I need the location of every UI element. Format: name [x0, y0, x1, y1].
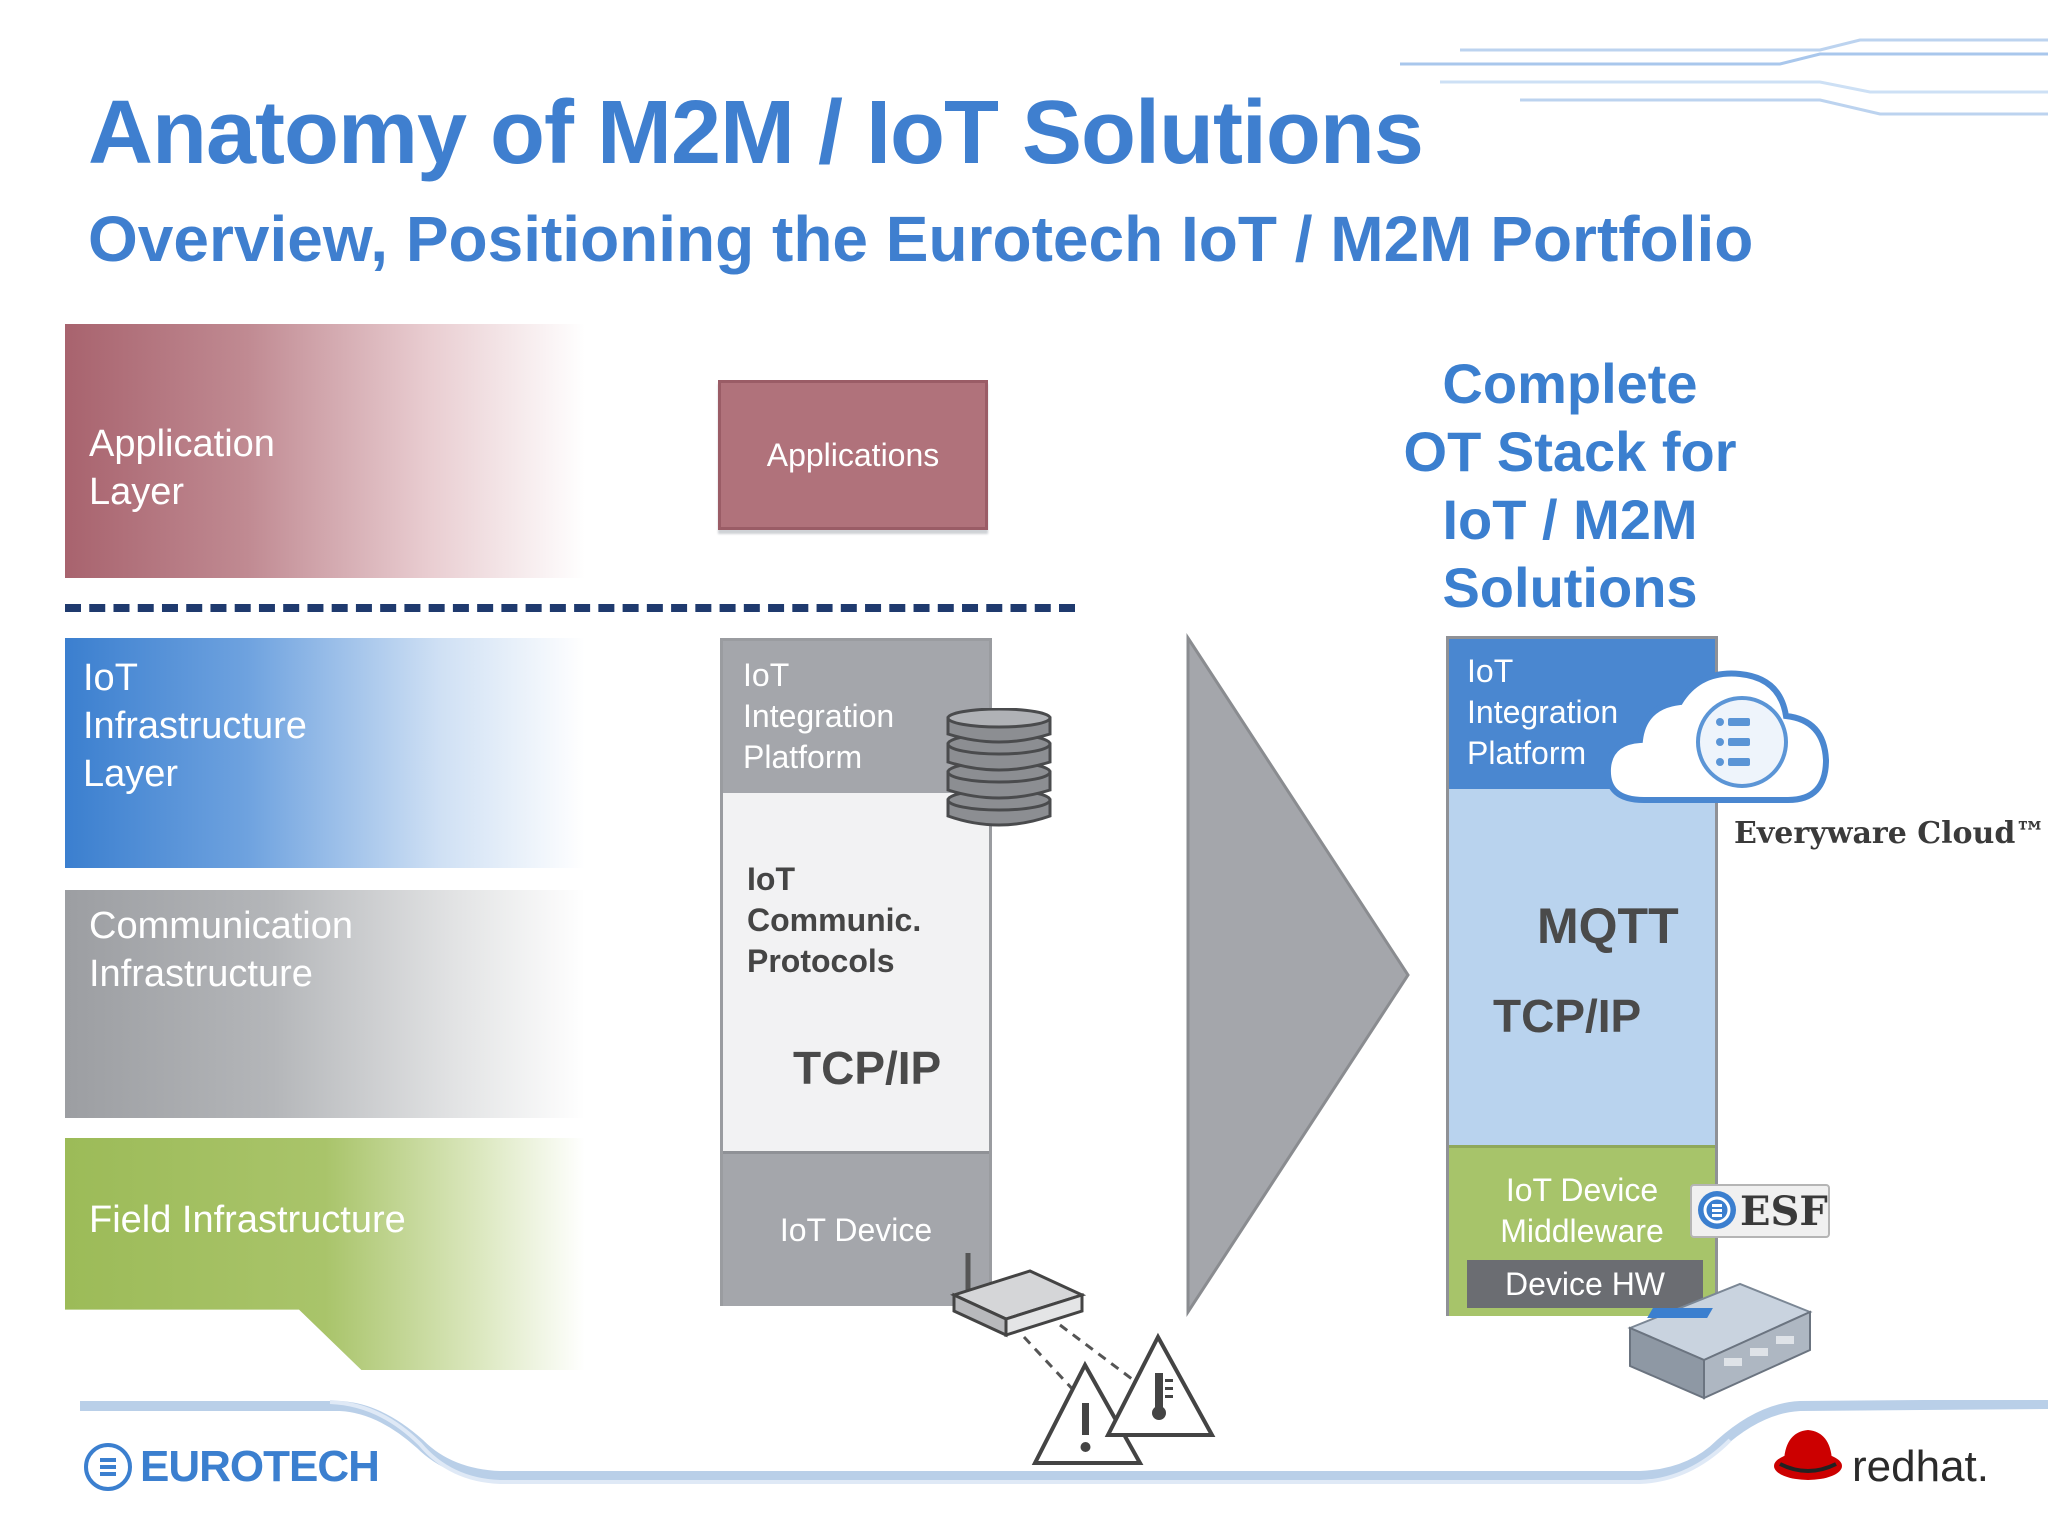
mqtt-label: MQTT: [1537, 898, 1679, 954]
iot-device-block: IoT Device: [723, 1151, 989, 1306]
page-title: Anatomy of M2M / IoT Solutions: [88, 83, 1424, 183]
esf-badge: ESF: [1690, 1184, 1830, 1238]
right-tcpip-label: TCP/IP: [1493, 990, 1642, 1042]
device-hw-label: Device HW: [1467, 1260, 1703, 1308]
eurotech-logo-text: EUROTECH: [140, 1442, 380, 1491]
iot-device-label: IoT Device: [779, 1212, 933, 1248]
eurotech-logo-icon: [84, 1443, 132, 1491]
tcpip-label: TCP/IP: [793, 1042, 942, 1094]
redhat-logo-icon: [1774, 1430, 1842, 1480]
device-middleware-label: IoT Device Middleware: [1500, 1172, 1664, 1249]
application-layer-band: Application Layer: [65, 324, 585, 578]
router-sensors-icon: [950, 1253, 1216, 1465]
integration-platform-block: IoT Integration Platform: [723, 641, 989, 793]
field-infrastructure-band: Field Infrastructure: [65, 1138, 585, 1370]
decorative-lines: [1400, 38, 2048, 116]
cloud-icon: [1604, 670, 1830, 803]
layer-divider: [65, 604, 1075, 612]
integration-platform-label: IoT Integration Platform: [743, 657, 895, 775]
application-layer-label: Application Layer: [89, 423, 275, 513]
applications-label: Applications: [766, 436, 940, 473]
ot-stack-heading: Complete OT Stack for IoT / M2M Solution…: [1403, 352, 1737, 619]
redhat-logo-text: redhat.: [1852, 1442, 1989, 1491]
communication-band: Communication Infrastructure: [65, 890, 585, 1118]
iot-infrastructure-band: IoT Infrastructure Layer: [65, 638, 585, 868]
iot-infrastructure-label: IoT Infrastructure Layer: [83, 657, 307, 795]
applications-box: Applications: [718, 380, 988, 530]
database-icon: [946, 708, 1052, 827]
communication-label: Communication Infrastructure: [89, 905, 353, 995]
field-infrastructure-label: Field Infrastructure: [89, 1199, 406, 1241]
transition-arrow: [1186, 632, 1410, 1318]
esf-label: ESF: [1740, 1188, 1828, 1235]
device-middleware-block: IoT Device Middleware Device HW: [1449, 1145, 1715, 1316]
right-integration-platform-label: IoT Integration Platform: [1467, 653, 1619, 771]
everyware-cloud-caption: Everyware Cloud™: [1734, 816, 2046, 851]
page-subtitle: Overview, Positioning the Eurotech IoT /…: [88, 203, 1754, 275]
footer-swoosh: [80, 1400, 2048, 1484]
esf-logo-icon: [1698, 1191, 1736, 1229]
protocols-label: IoT Communic. Protocols: [747, 861, 922, 979]
gateway-device-icon: [1627, 1282, 1813, 1400]
